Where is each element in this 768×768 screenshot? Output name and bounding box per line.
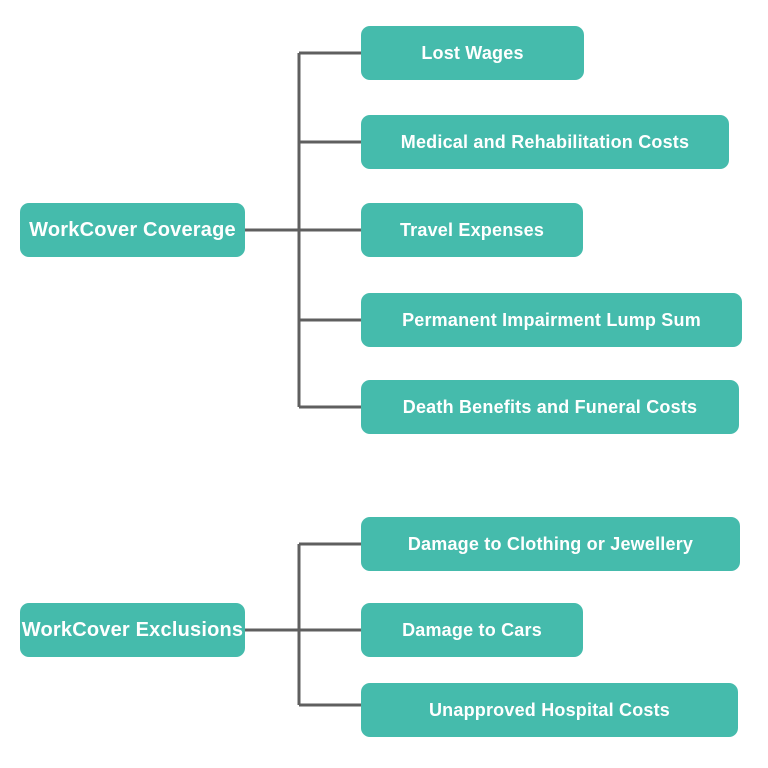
node-unapproved-hospital-costs: Unapproved Hospital Costs bbox=[361, 683, 738, 737]
node-death-benefits-funeral-costs: Death Benefits and Funeral Costs bbox=[361, 380, 739, 434]
node-workcover-exclusions: WorkCover Exclusions bbox=[20, 603, 245, 657]
node-lost-wages: Lost Wages bbox=[361, 26, 584, 80]
node-permanent-impairment-lump-sum: Permanent Impairment Lump Sum bbox=[361, 293, 742, 347]
node-damage-to-cars: Damage to Cars bbox=[361, 603, 583, 657]
node-damage-clothing-jewellery: Damage to Clothing or Jewellery bbox=[361, 517, 740, 571]
node-medical-rehabilitation-costs: Medical and Rehabilitation Costs bbox=[361, 115, 729, 169]
node-workcover-coverage: WorkCover Coverage bbox=[20, 203, 245, 257]
node-travel-expenses: Travel Expenses bbox=[361, 203, 583, 257]
